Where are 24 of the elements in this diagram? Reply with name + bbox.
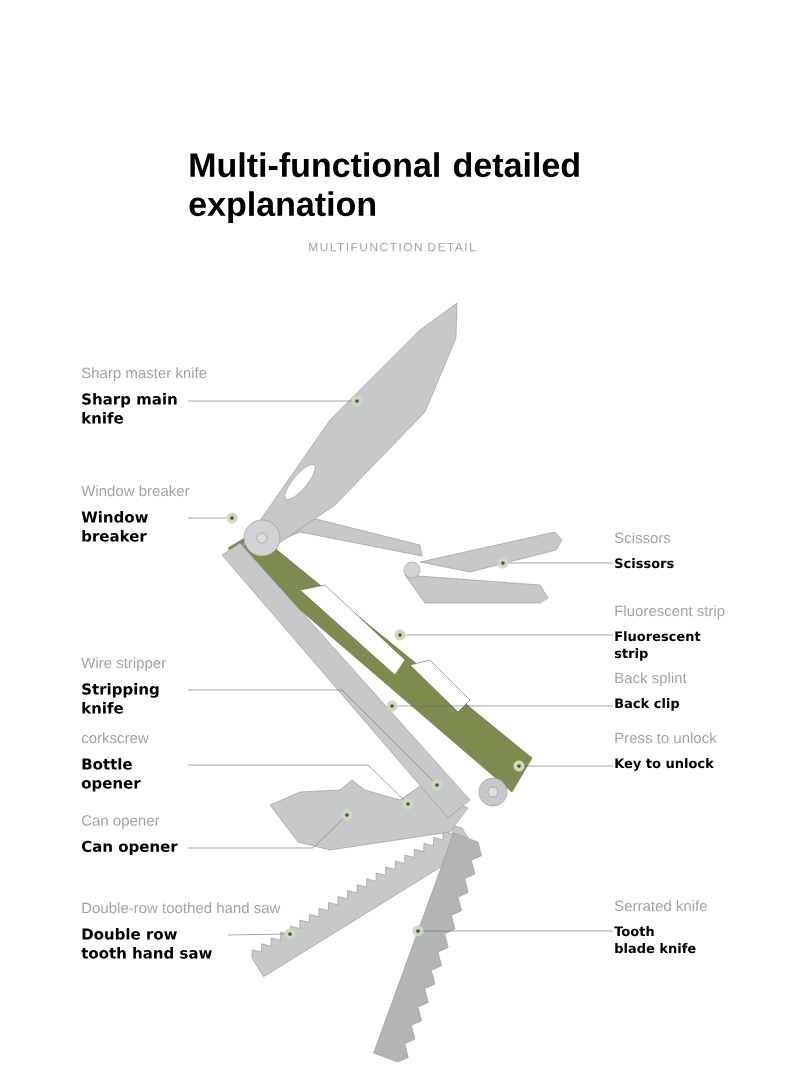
leader-line xyxy=(187,764,405,801)
callout-label: Scissors Scissors xyxy=(614,532,674,569)
subheading: MULTIFUNCTION DETAIL xyxy=(309,242,476,252)
callout-label: Window breaker Window breaker xyxy=(81,485,190,542)
leader-line xyxy=(508,562,614,564)
leader-line xyxy=(405,634,614,636)
callout-label: Double-row toothed hand saw Double row tooth hand saw xyxy=(81,902,281,959)
leader-line xyxy=(227,933,285,936)
leader-line xyxy=(187,400,352,402)
callout-label: corkscrew Bottle opener xyxy=(81,732,149,792)
leader-line xyxy=(397,705,614,707)
leader-line xyxy=(187,818,344,849)
leader-line xyxy=(187,517,227,519)
callout-label: Can opener Can opener xyxy=(81,815,178,855)
callout-label: Fluorescent strip Fluorescent strip xyxy=(614,605,725,661)
callout-label: Back splint Back clip xyxy=(615,672,687,711)
leader-line xyxy=(423,930,614,932)
heading: Multi-functional detailed explanation xyxy=(189,152,579,223)
callout-label: Press to unlock Key to unlock xyxy=(615,732,717,771)
callout-label: Sharp master knife Sharp main knife xyxy=(81,367,207,424)
callout-label: Serrated knife Tooth blade knife xyxy=(614,900,707,954)
callout-label: Wire stripper Stripping knife xyxy=(81,657,166,714)
leader-line xyxy=(524,765,614,767)
leader-line xyxy=(187,689,434,782)
